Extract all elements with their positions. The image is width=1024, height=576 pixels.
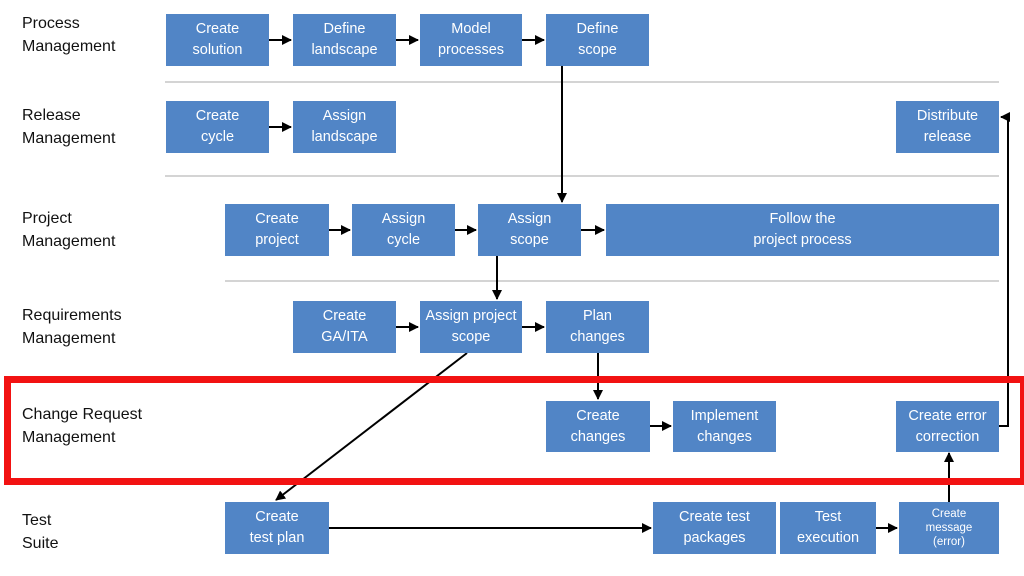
arrow [999,112,1010,427]
lane-separator [165,81,999,83]
lane-separator [225,280,999,282]
lane-separator [165,175,999,177]
change-request-highlight-frame [4,376,1024,485]
